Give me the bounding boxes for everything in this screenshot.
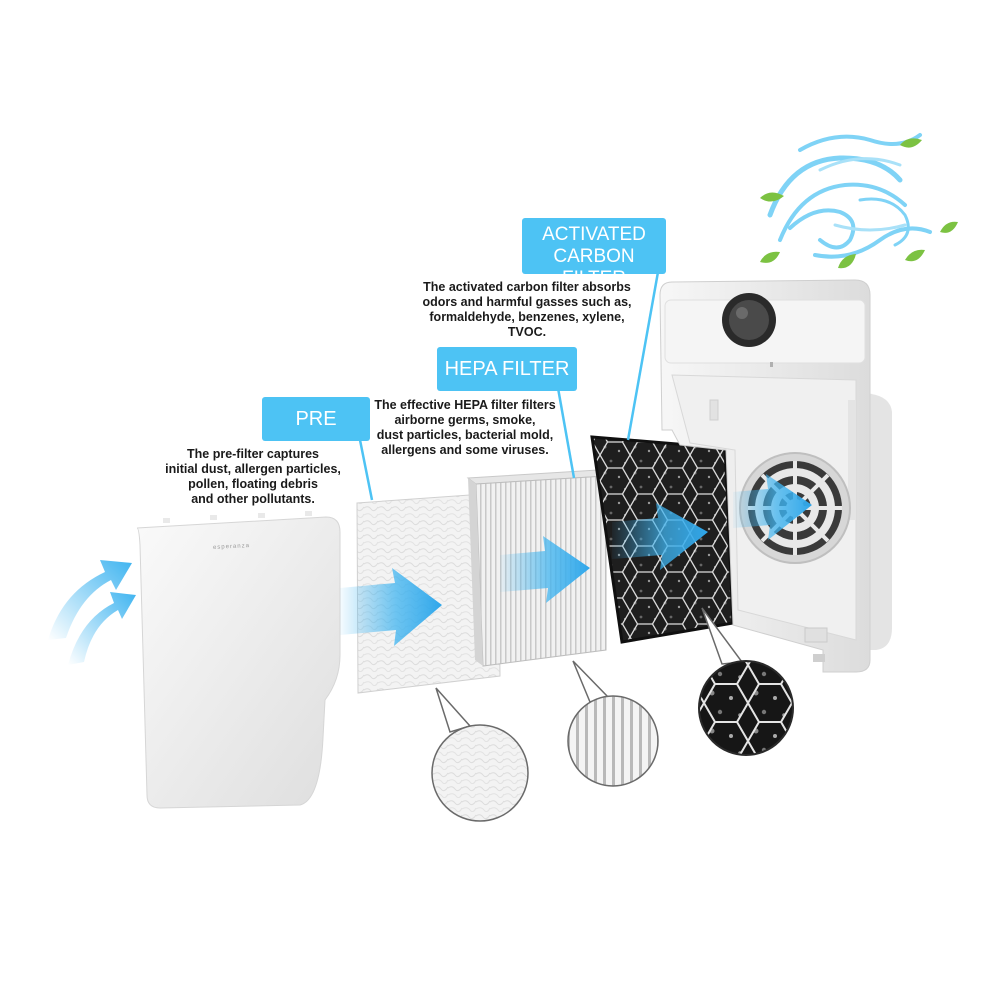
callout-tails xyxy=(358,271,660,501)
carbon-filter-label: ACTIVATED CARBON FILTER xyxy=(522,218,666,289)
clean-air-swirl-icon xyxy=(767,133,932,259)
airflow-arrow-icon xyxy=(340,568,442,646)
airflow-arrow-icon xyxy=(612,503,708,570)
hepa-filter-description: The effective HEPA filter filters airbor… xyxy=(374,398,556,457)
pre-filter-description: The pre-filter captures initial dust, al… xyxy=(165,447,341,506)
carbon-filter-label-line2: CARBON FILTER xyxy=(553,246,635,289)
zoom-pointers xyxy=(435,607,744,733)
pre-filter-label: PRE FILTER xyxy=(262,397,370,474)
airflow-arrow-icon xyxy=(500,536,590,603)
airflow-arrow-icon xyxy=(733,474,812,540)
leaf-icon xyxy=(760,138,958,269)
pre-filter-zoom xyxy=(431,724,529,822)
hepa-filter-zoom xyxy=(567,695,659,787)
carbon-filter-label-line1: ACTIVATED xyxy=(542,224,646,245)
intake-airflow-icon xyxy=(48,560,136,665)
carbon-filter-description: The activated carbon filter absorbs odor… xyxy=(422,280,632,339)
hepa-filter-label: HEPA FILTER xyxy=(437,347,577,391)
front-panel xyxy=(136,511,341,809)
carbon-filter-zoom xyxy=(698,660,794,756)
